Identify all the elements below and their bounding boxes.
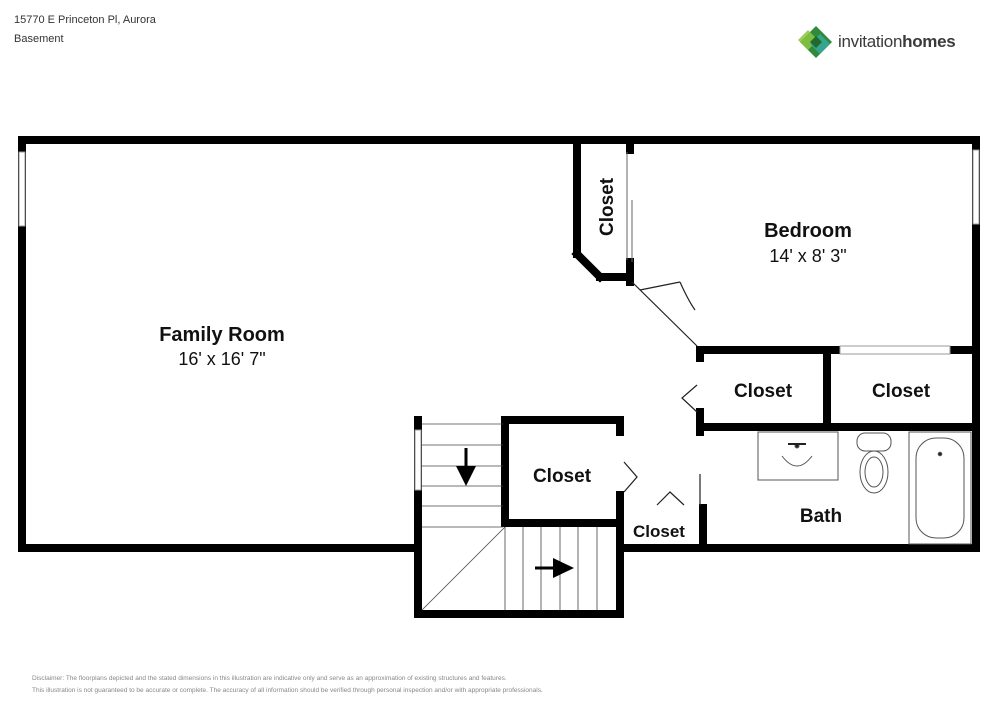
level-text: Basement <box>14 33 64 45</box>
disclaimer-line-1: Disclaimer: The floorplans depicted and … <box>32 675 507 682</box>
bedroom-dims: 14' x 8' 3" <box>769 246 846 266</box>
closet-small-label: Closet <box>633 522 685 541</box>
closet-stairs-label: Closet <box>533 466 592 487</box>
family-room-label: Family Room <box>159 324 285 346</box>
toilet-icon <box>856 432 892 494</box>
closet-hall-1-label: Closet <box>734 381 793 402</box>
address-text: 15770 E Princeton Pl, Aurora <box>14 14 156 26</box>
invitation-homes-logo: invitationhomes <box>798 24 978 64</box>
sliding-door <box>626 152 633 262</box>
arrow-right-icon <box>535 558 574 578</box>
logo-mark-icon <box>798 26 832 58</box>
walls <box>18 136 980 618</box>
family-room-dims: 16' x 16' 7" <box>178 349 265 369</box>
closet-bedroom-label: Closet <box>597 177 618 236</box>
bedroom-label: Bedroom <box>764 220 852 242</box>
logo-word-2: homes <box>902 32 956 51</box>
bedroom-door <box>631 281 698 347</box>
windows <box>18 149 980 491</box>
sink-icon <box>757 431 839 481</box>
logo-word-1: invitation <box>838 32 903 51</box>
stairs-lower <box>504 527 598 610</box>
bath-label: Bath <box>800 506 842 527</box>
logo-wordmark: invitationhomes <box>838 32 956 52</box>
disclaimer-line-2: This illustration is not guaranteed to b… <box>32 687 543 694</box>
bathtub-icon <box>908 431 972 545</box>
door-swings <box>623 384 701 506</box>
arrow-down-icon <box>456 448 476 486</box>
closet-hall-2-label: Closet <box>872 381 931 402</box>
stairs-upper <box>421 423 506 611</box>
